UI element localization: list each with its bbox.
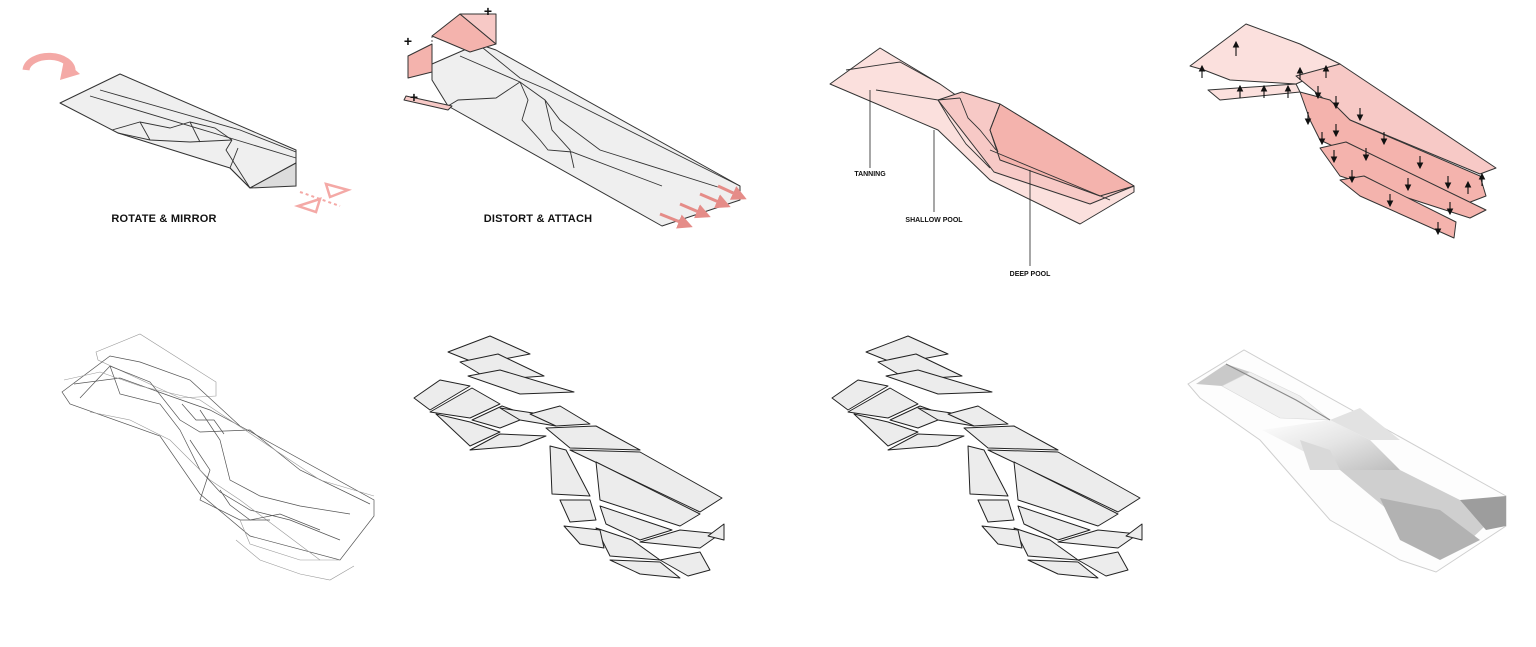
panel-exploded-levels	[1189, 23, 1497, 239]
panel-pool-zones: TANNING SHALLOW POOL DEEP POOL	[829, 47, 1135, 278]
svg-text:SHALLOW POOL: SHALLOW POOL	[905, 217, 963, 224]
caption-rotate-mirror: ROTATE & MIRROR	[111, 213, 216, 225]
slab-model	[431, 43, 741, 227]
up-down-arrows-icon	[1198, 40, 1486, 236]
svg-text:TANNING: TANNING	[854, 171, 886, 178]
plus-sign-left: +	[404, 33, 412, 49]
slab-model	[59, 73, 297, 189]
caption-distort-attach: DISTORT & ATTACH	[484, 213, 593, 225]
label-shallow-pool: SHALLOW POOL	[905, 130, 963, 224]
mirror-triangles-icon	[293, 182, 352, 214]
plus-sign-bottom: +	[410, 89, 418, 105]
plus-sign-top: +	[484, 3, 492, 19]
panel-rotate-mirror: ROTATE & MIRROR	[22, 52, 352, 225]
label-deep-pool: DEEP POOL	[1010, 170, 1051, 278]
panel-wireframe	[61, 333, 375, 581]
label-tanning: TANNING	[854, 90, 886, 178]
svg-text:DEEP POOL: DEEP POOL	[1010, 271, 1051, 278]
panel-distort-attach: + + + DISTORT & ATTACH	[403, 3, 747, 229]
panel-rendered-surface	[1187, 349, 1507, 573]
panel-faceted-tiles-variant	[831, 335, 1143, 579]
rotate-arrow-icon	[22, 52, 80, 80]
added-wedge	[403, 13, 497, 111]
panel-faceted-tiles	[413, 335, 725, 579]
stretch-arrows-icon	[659, 184, 747, 229]
